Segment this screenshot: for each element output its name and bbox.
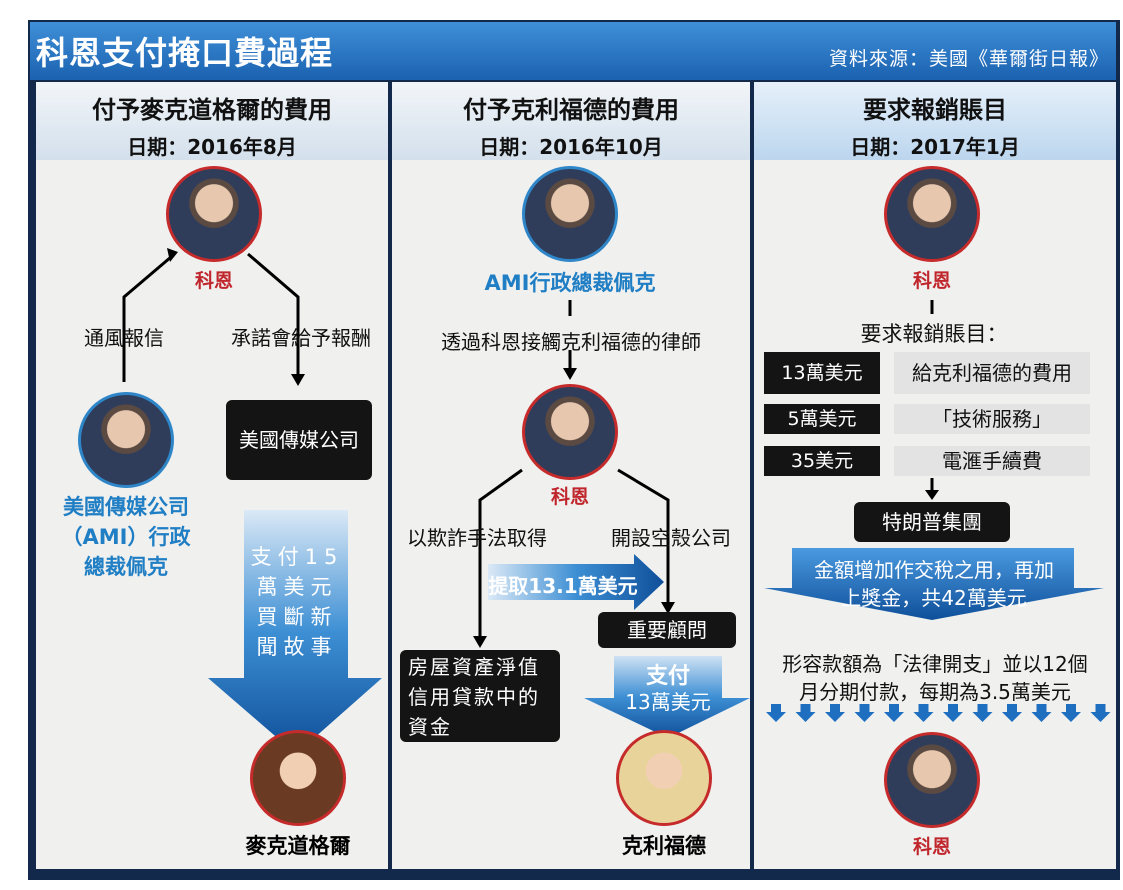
- claim-title: 要求報銷賬目：: [860, 322, 1008, 346]
- claim-row-amount-1: 13萬美元: [764, 352, 880, 394]
- claim-row-amount-3: 35美元: [764, 446, 880, 476]
- cohen-photo: [166, 166, 262, 262]
- consultant-box: 重要顧問: [598, 612, 736, 648]
- pecker-photo: [78, 392, 174, 488]
- installment-arrow: [1031, 704, 1052, 722]
- pecker-photo: [522, 166, 618, 262]
- cohen-photo: [522, 384, 618, 480]
- installment-arrow: [1061, 704, 1081, 722]
- installment-note-2: 月分期付款，每期為3.5萬美元: [799, 680, 1071, 704]
- cohen-photo: [884, 166, 980, 262]
- installment-arrow: [913, 704, 934, 722]
- page-title: 科恩支付掩口費過程: [36, 34, 334, 72]
- installment-arrow: [795, 704, 816, 722]
- branch-right: [617, 468, 670, 602]
- column-date: 日期：2017年1月: [850, 135, 1020, 159]
- arrow-tipoff: [122, 255, 172, 380]
- total-banner-text-1: 金額增加作交稅之用，再加: [814, 558, 1054, 582]
- home-equity-box: 房屋資產淨值信用貸款中的資金: [400, 650, 560, 742]
- arrow-promise: [247, 252, 300, 374]
- column-reimbursement: 要求報銷賬目 日期：2017年1月 科恩 要求報銷賬目： 13萬美元 給克利福德…: [754, 82, 1116, 869]
- installment-arrow: [1002, 704, 1022, 722]
- payment-arrow: [584, 656, 750, 738]
- header-bar: [30, 22, 1116, 80]
- source-credit: 資料來源：美國《華爾街日報》: [828, 48, 1109, 70]
- pecker-label: 美國傳媒公司（AMI）行政總裁佩克: [61, 495, 191, 579]
- column-date: 日期：2016年8月: [127, 135, 297, 159]
- arrowhead-promise: [291, 374, 305, 386]
- column-header: 要求報銷賬目 日期：2017年1月: [754, 82, 1116, 160]
- payment-arrow: [208, 510, 382, 754]
- fraud-text: 以欺詐手法取得: [407, 526, 547, 550]
- trump-org-box: 特朗普集團: [854, 502, 1010, 542]
- column-heading: 要求報銷賬目: [863, 96, 1007, 124]
- cohen-label: 科恩: [550, 486, 589, 508]
- installment-arrow: [884, 704, 904, 722]
- column-header: 付予克利福德的費用 日期：2016年10月: [392, 82, 750, 160]
- arrowhead-home: [473, 636, 487, 648]
- flow-arrows: [473, 300, 750, 738]
- shell-company-text: 開設空殼公司: [611, 526, 731, 550]
- cohen-label-bottom: 科恩: [912, 836, 951, 858]
- mcdougal-label: 麥克道格爾: [245, 834, 351, 858]
- via-lawyer-text: 透過科恩接觸克利福德的律師: [441, 330, 701, 354]
- installment-arrow: [766, 704, 786, 722]
- flow-arrows: [764, 300, 1111, 722]
- cohen-photo-bottom: [884, 732, 980, 828]
- column-mcdougal: 付予麥克道格爾的費用 日期：2016年8月 科恩 通風報信 承諾會給予報酬 美國…: [36, 82, 388, 869]
- tipoff-text: 通風報信: [84, 326, 164, 350]
- cohen-label: 科恩: [194, 270, 233, 292]
- pecker-label: AMI行政總裁佩克: [484, 271, 656, 295]
- arrowhead-cohen: [563, 368, 577, 380]
- arrowhead-trump: [925, 490, 939, 500]
- promise-text: 承諾會給予報酬: [231, 326, 371, 350]
- payment-text-1: 支付: [645, 664, 690, 689]
- column-heading: 付予麥克道格爾的費用: [92, 96, 332, 124]
- installment-arrow: [1090, 704, 1111, 722]
- column-date: 日期：2016年10月: [479, 135, 663, 159]
- payment-text-2: 13萬美元: [625, 690, 711, 714]
- claim-row-desc-1: 給克利福德的費用: [894, 352, 1090, 394]
- claim-row-amount-2: 5萬美元: [764, 404, 880, 434]
- withdraw-text: 提取13.1萬美元: [488, 574, 638, 598]
- claim-row-desc-3: 電滙手續費: [894, 446, 1090, 476]
- column-header: 付予麥克道格爾的費用 日期：2016年8月: [36, 82, 388, 160]
- total-banner-text-2: 上獎金，共42萬美元: [841, 586, 1027, 610]
- total-banner-arrow: [764, 548, 1104, 620]
- installment-note-1: 形容款額為「法律開支」並以12個: [782, 652, 1088, 676]
- ami-box: 美國傳媒公司: [226, 400, 372, 480]
- payment-arrow-text: 支付15萬美元買斷新聞故事: [250, 545, 344, 659]
- installment-arrow: [854, 704, 875, 722]
- flow-arrows: [122, 248, 382, 754]
- mcdougal-photo: [250, 730, 346, 826]
- installment-arrow: [943, 704, 963, 722]
- claim-row-desc-2: 「技術服務」: [894, 404, 1090, 434]
- cohen-label: 科恩: [912, 270, 951, 292]
- withdraw-arrow: [488, 554, 664, 610]
- clifford-label: 克利福德: [622, 834, 706, 858]
- installment-arrow: [825, 704, 845, 722]
- arrowhead-tipoff: [167, 248, 178, 262]
- clifford-photo: [616, 730, 712, 826]
- column-heading: 付予克利福德的費用: [463, 96, 679, 124]
- branch-left: [478, 468, 523, 636]
- column-clifford: 付予克利福德的費用 日期：2016年10月 AMI行政總裁佩克 透過科恩接觸克利…: [392, 82, 750, 869]
- installment-arrows: [766, 704, 1111, 722]
- arrowhead-consultant: [661, 602, 675, 614]
- installment-arrow: [972, 704, 993, 722]
